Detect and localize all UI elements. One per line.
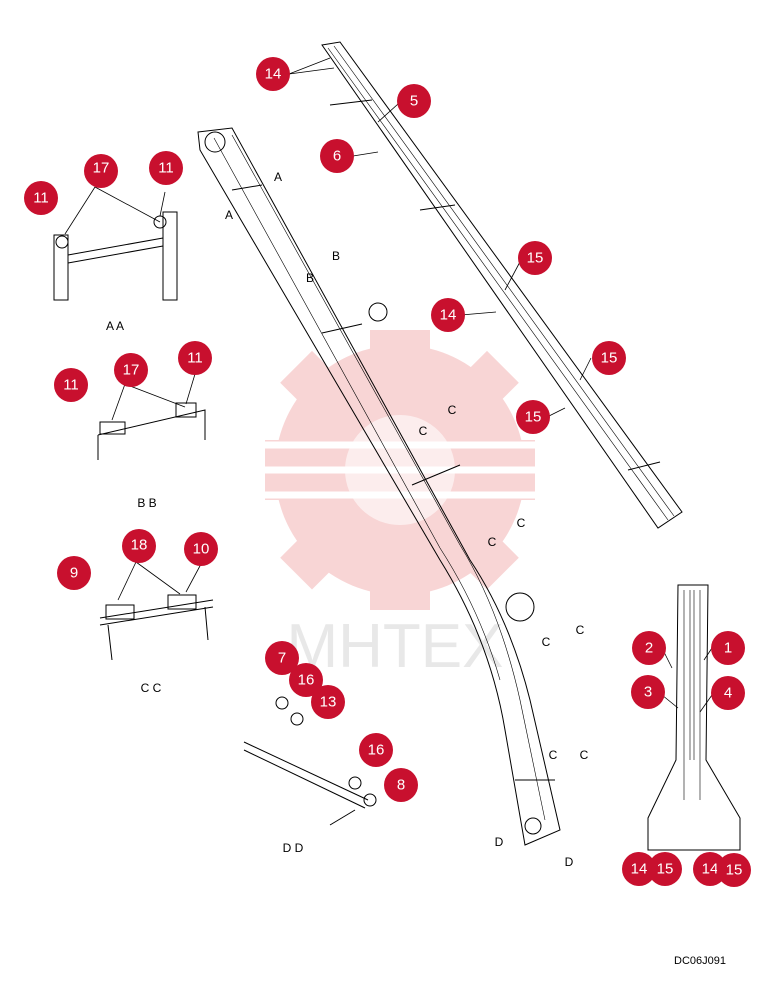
section-markers: A A B B C C C C C C C C D D xyxy=(225,170,589,869)
callout-bubble: 11 xyxy=(178,341,212,375)
callout-bubble: 11 xyxy=(149,151,183,185)
callout-number: 15 xyxy=(601,350,618,367)
callout-bubble: 14 xyxy=(256,57,290,91)
callout-number: 13 xyxy=(320,694,337,711)
section-bb-drawing xyxy=(97,402,206,460)
section-marker: B xyxy=(306,271,314,285)
arm-drawing xyxy=(321,41,683,529)
callout-bubble: 17 xyxy=(114,353,148,387)
callout-bubble: 11 xyxy=(24,181,58,215)
callout-number: 10 xyxy=(193,541,210,558)
callout-number: 14 xyxy=(440,307,457,324)
callout-number: 15 xyxy=(657,861,674,878)
watermark-text: MHTEX xyxy=(287,612,504,681)
callout-number: 17 xyxy=(93,160,110,177)
callout-bubble: 14 xyxy=(622,852,656,886)
callout-number: 9 xyxy=(70,565,78,582)
callout-bubble: 14 xyxy=(431,298,465,332)
callout-number: 11 xyxy=(187,350,203,367)
callout-bubble: 15 xyxy=(516,400,550,434)
section-aa-drawing xyxy=(53,211,178,301)
section-marker: C xyxy=(448,403,457,417)
callout-number: 2 xyxy=(645,640,653,657)
section-label-cc: C C xyxy=(141,681,162,695)
main-boom-drawing xyxy=(197,127,561,846)
section-marker: D xyxy=(565,855,574,869)
callout-bubble: 13 xyxy=(311,685,345,719)
section-marker: C xyxy=(549,748,558,762)
callout-number: 7 xyxy=(278,650,286,667)
callout-bubble: 8 xyxy=(384,768,418,802)
callout-bubble: 17 xyxy=(84,154,118,188)
callout-bubble: 11 xyxy=(54,368,88,402)
section-marker: C xyxy=(517,516,526,530)
callout-bubble: 16 xyxy=(289,663,323,697)
callout-bubble: 6 xyxy=(320,139,354,173)
callout-number: 14 xyxy=(702,861,719,878)
section-marker: C xyxy=(576,623,585,637)
section-marker: A xyxy=(274,170,282,184)
section-label-aa: A A xyxy=(106,319,124,333)
section-marker: C xyxy=(542,635,551,649)
section-marker: D xyxy=(495,835,504,849)
callout-bubble: 4 xyxy=(711,676,745,710)
callout-number: 3 xyxy=(644,684,652,701)
hose-detail-drawing xyxy=(647,584,741,851)
callout-number: 16 xyxy=(298,672,315,689)
callout-bubble: 1 xyxy=(711,631,745,665)
callout-number: 1 xyxy=(724,640,732,657)
section-label-dd: D D xyxy=(283,841,304,855)
callout-bubble: 10 xyxy=(184,532,218,566)
callout-number: 17 xyxy=(123,362,140,379)
section-marker: C xyxy=(580,748,589,762)
callout-number: 11 xyxy=(33,190,49,207)
callout-number: 6 xyxy=(333,148,341,165)
watermark-gear-logo xyxy=(235,330,560,610)
callout-number: 15 xyxy=(527,250,544,267)
callout-number: 4 xyxy=(724,685,732,702)
callout-bubble: 3 xyxy=(631,675,665,709)
callout-bubble: 2 xyxy=(632,631,666,665)
callout-bubble: 9 xyxy=(57,556,91,590)
callout-bubble: 18 xyxy=(122,529,156,563)
leader-lines xyxy=(64,57,713,713)
callout-number: 11 xyxy=(158,160,174,177)
callout-number: 18 xyxy=(131,537,148,554)
drawing-code: DC06J091 xyxy=(674,955,726,967)
callout-number: 15 xyxy=(525,409,542,426)
callout-number: 11 xyxy=(63,377,79,394)
callout-number: 14 xyxy=(631,861,648,878)
callout-number: 5 xyxy=(410,93,418,110)
section-marker: C xyxy=(488,535,497,549)
callout-number: 14 xyxy=(265,66,282,83)
callout-number: 8 xyxy=(397,777,405,794)
callout-bubble: 16 xyxy=(359,733,393,767)
callout-number: 15 xyxy=(726,862,743,879)
callout-number: 16 xyxy=(368,742,385,759)
section-marker: B xyxy=(332,249,340,263)
section-marker: A xyxy=(225,208,233,222)
section-dd-drawing xyxy=(243,696,377,826)
callout-bubble: 15 xyxy=(518,241,552,275)
section-cc-drawing xyxy=(99,594,214,661)
callout-bubble: 15 xyxy=(592,341,626,375)
callout-bubble: 5 xyxy=(397,84,431,118)
callout-bubble: 15 xyxy=(717,853,751,887)
section-marker: C xyxy=(419,424,428,438)
callout-bubble: 7 xyxy=(265,641,299,675)
callouts: 14 5 6 15 14 15 15 17 11 11 17 11 11 18 … xyxy=(24,57,751,887)
section-label-bb: B B xyxy=(137,496,156,510)
callout-bubble: 14 xyxy=(693,852,727,886)
callout-bubble: 15 xyxy=(648,852,682,886)
